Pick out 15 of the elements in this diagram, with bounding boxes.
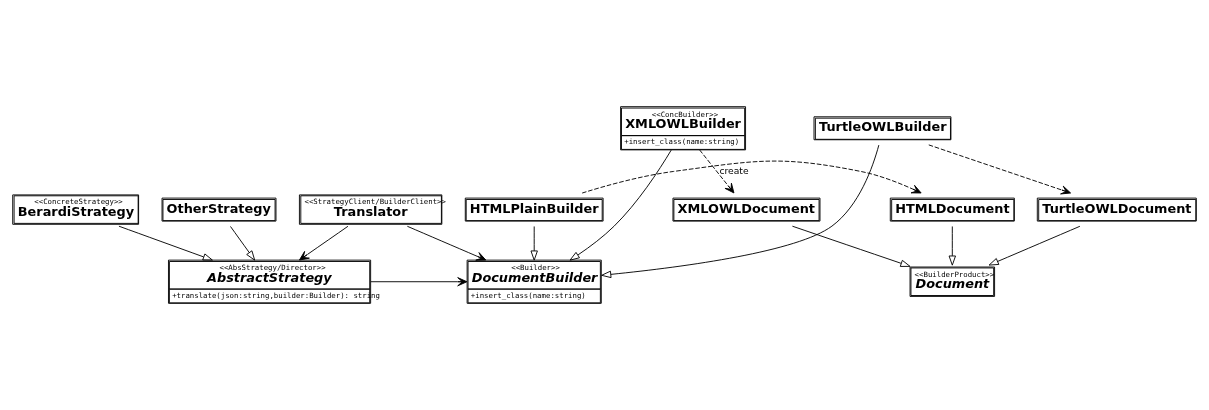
edge-label: create bbox=[719, 164, 749, 176]
arrow bbox=[948, 226, 956, 266]
arrow bbox=[791, 225, 911, 267]
arrow bbox=[569, 149, 672, 261]
arrow bbox=[406, 225, 487, 261]
arrow bbox=[299, 225, 349, 261]
arrow bbox=[601, 144, 880, 279]
arrow bbox=[530, 226, 538, 261]
arrow bbox=[118, 225, 213, 261]
arrow bbox=[928, 144, 1072, 195]
arrow bbox=[699, 149, 735, 194]
arrow bbox=[988, 225, 1081, 266]
arrow bbox=[230, 226, 256, 261]
arrow bbox=[370, 277, 468, 287]
arrow bbox=[581, 160, 922, 194]
